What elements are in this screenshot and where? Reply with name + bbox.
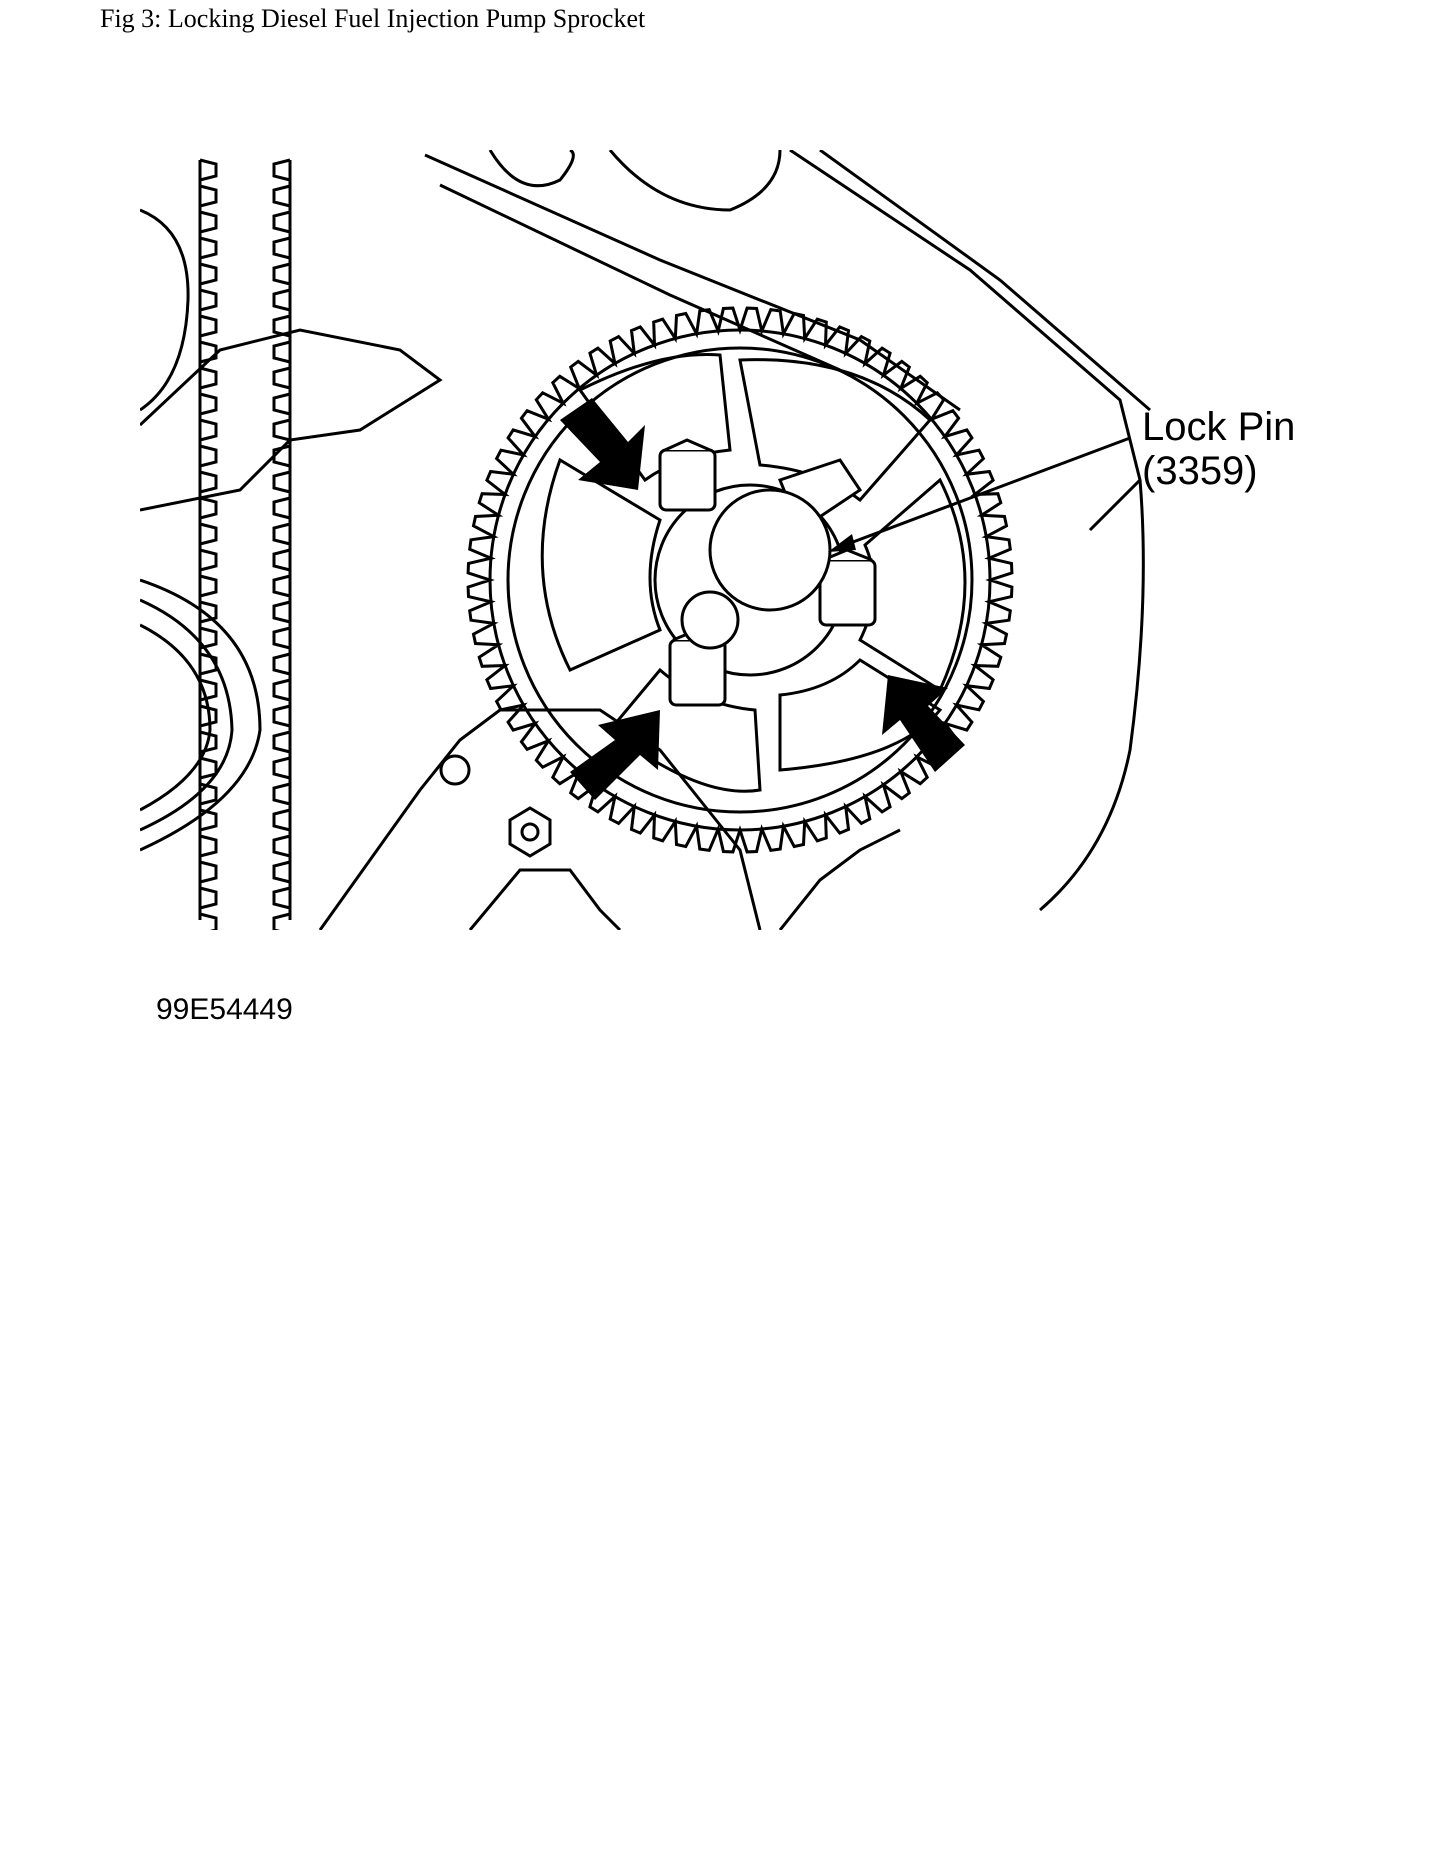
arrow-right (882, 675, 965, 772)
figure-id: 99E54449 (156, 993, 293, 1026)
hub-bolt-lower (668, 638, 727, 707)
lock-pin-leader (828, 436, 1131, 552)
figure-caption: Fig 3: Locking Diesel Fuel Injection Pum… (100, 4, 646, 33)
lock-pin-head (708, 488, 832, 612)
arrow-lower-left (570, 710, 660, 800)
belt-teeth (199, 158, 218, 930)
left-pulley (140, 208, 443, 852)
hub-bolt-upper (658, 448, 717, 512)
lock-pin-callout-number: (3359) (1142, 449, 1258, 493)
hub-bolt-right (818, 558, 877, 627)
pump-bracket (318, 708, 901, 930)
lock-pin-callout: Lock Pin (3359) (1142, 405, 1295, 493)
left-timing-belt (198, 158, 292, 930)
upper-timing-belt (424, 150, 1151, 912)
belt-teeth (272, 158, 291, 930)
arrow-upper-left (560, 398, 645, 490)
bracket-nut (508, 806, 552, 858)
bolt-arrows (560, 398, 965, 800)
lock-pin-callout-name: Lock Pin (1142, 405, 1296, 449)
sprocket-illustration (140, 150, 1320, 930)
sprocket-hub (653, 438, 877, 707)
